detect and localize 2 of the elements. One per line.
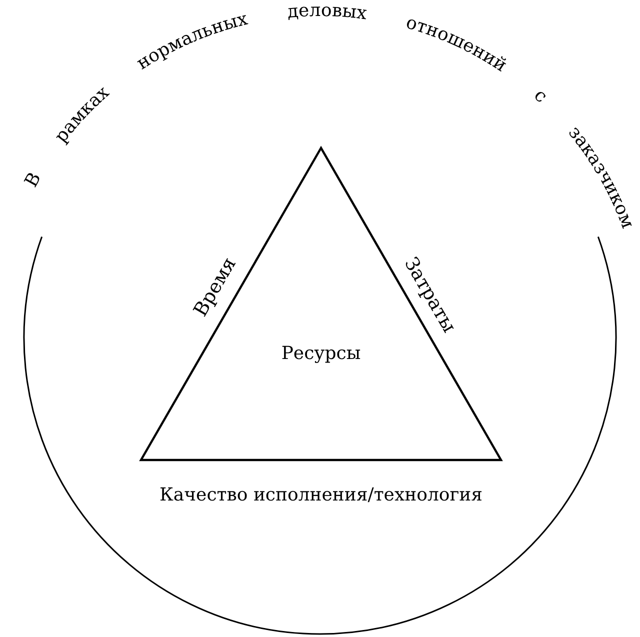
triangle-label: Ресурсы bbox=[280, 343, 362, 364]
side-label: Качество исполнения/технология bbox=[160, 484, 482, 506]
